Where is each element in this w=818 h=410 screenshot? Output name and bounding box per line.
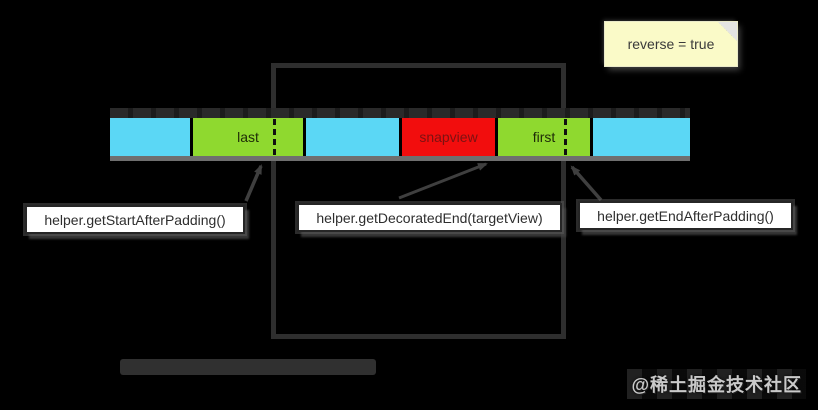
reverse-sticky-note: reverse = true [605,22,737,66]
item-block-first: first [498,118,590,156]
callout-end-after-padding: helper.getEndAfterPadding() [578,201,793,230]
callout-end-text: helper.getEndAfterPadding() [597,207,774,224]
arrow-end-padding [570,165,603,202]
item-block-cyan-2 [306,118,399,156]
first-boundary-dashed-line [564,119,567,156]
first-label: first [532,129,556,145]
last-boundary-dashed-line [273,119,276,156]
arrow-start-padding [244,164,263,202]
item-block-last: last [193,118,303,156]
item-block-cyan-3 [593,118,690,156]
item-block-snapview: snapview [402,118,495,156]
recycler-item-row: last snapview first [110,108,690,161]
callout-start-after-padding: helper.getStartAfterPadding() [25,205,245,234]
reverse-note-text: reverse = true [627,36,715,52]
callout-decorated-end-text: helper.getDecoratedEnd(targetView) [316,209,543,226]
snapview-label: snapview [419,129,478,145]
redacted-caption-bar [120,359,376,375]
last-label: last [237,129,259,145]
sticky-note-fold-corner [718,22,737,41]
item-block-cyan-1 [110,118,190,156]
callout-start-text: helper.getStartAfterPadding() [44,211,226,228]
juejin-watermark: @稀土掘金技术社区 [627,369,806,399]
callout-decorated-end: helper.getDecoratedEnd(targetView) [297,203,562,232]
viewport-outline-rect [271,63,566,339]
